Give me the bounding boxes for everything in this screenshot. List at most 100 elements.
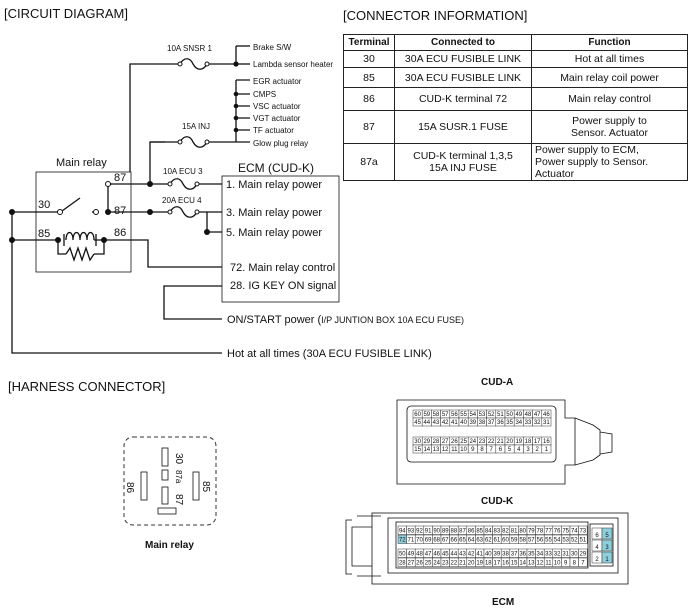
- cud-a-pin: 21: [497, 439, 504, 445]
- cud-k-pin: 30: [571, 552, 578, 558]
- cud-k-pin: 75: [562, 529, 569, 535]
- col-connected-header: Connected to: [394, 34, 532, 51]
- cell-function: Power supply to ECM, Power supply to Sen…: [531, 143, 688, 181]
- cud-a-pin: 45: [414, 420, 421, 426]
- cell-connected: 30A ECU FUSIBLE LINK: [394, 67, 532, 88]
- cud-k-housing: [371, 512, 629, 585]
- cud-k-pin: 87: [459, 529, 466, 535]
- cell-terminal: 30: [343, 50, 395, 68]
- cud-a-pin: 54: [469, 412, 476, 418]
- cud-a-pin: 31: [543, 420, 550, 426]
- cud-a-pin: 48: [525, 412, 532, 418]
- cud-a-pin: 9: [471, 447, 475, 453]
- cud-k-pin: 61: [494, 538, 501, 544]
- cud-k-side-pin: 6: [595, 533, 599, 539]
- cud-a-pin: 19: [515, 439, 522, 445]
- cud-a-pin: 4: [517, 447, 521, 453]
- cell-terminal: 86: [343, 87, 395, 111]
- cud-a-pin: 38: [479, 420, 486, 426]
- harness-pin-87a: 87a: [174, 470, 183, 484]
- fuse-ecu4-label: 20A ECU 4: [162, 196, 202, 205]
- cud-k-pin: 77: [545, 529, 552, 535]
- cud-k-side-pin: 4: [595, 545, 599, 551]
- relay-pin-30: 30: [38, 199, 50, 211]
- relay-pin-86: 86: [114, 227, 126, 239]
- ecm-pin-1: 1. Main relay power: [226, 179, 322, 191]
- cud-k-pin: 67: [442, 538, 449, 544]
- cud-a-pin: 27: [442, 439, 449, 445]
- cud-k-pin: 86: [468, 529, 475, 535]
- table-row: 85 30A ECU FUSIBLE LINK Main relay coil …: [343, 67, 688, 88]
- cud-k-pin: 37: [511, 552, 518, 558]
- cud-a-pin: 52: [488, 412, 495, 418]
- cud-k-pin: 13: [528, 561, 535, 567]
- load-lambda-heater: Lambda sensor heater: [253, 60, 333, 69]
- cud-k-pin: 69: [425, 538, 432, 544]
- cud-a-pin: 23: [479, 439, 486, 445]
- cud-k-pin: 10: [554, 561, 561, 567]
- ecm-pin-28: 28. IG KEY ON signal: [230, 280, 336, 292]
- relay-pin-87: 87: [114, 205, 126, 217]
- cell-connected: CUD-K terminal 1,3,5 15A INJ FUSE: [394, 143, 532, 181]
- load-egr-actuator: EGR actuator: [253, 77, 302, 86]
- cud-k-pin: 81: [511, 529, 518, 535]
- cud-k-pin: 88: [451, 529, 458, 535]
- relay-switch-arm: [61, 197, 81, 212]
- fuse-ecu3-symbol: [169, 178, 198, 190]
- cud-a-pin: 11: [451, 447, 458, 453]
- cud-k-pin: 52: [571, 538, 578, 544]
- cud-a-pin: 59: [423, 412, 430, 418]
- junction-dot: [9, 209, 15, 215]
- cud-a-pin: 47: [534, 412, 541, 418]
- ecm-pin-72: 72. Main relay control: [230, 262, 335, 274]
- cud-a-pin: 37: [488, 420, 495, 426]
- cud-a-pin: 46: [543, 412, 550, 418]
- harness-pin-86: 86: [124, 482, 135, 494]
- cud-k-pin: 39: [494, 552, 501, 558]
- load-cmps: CMPS: [253, 90, 276, 99]
- cud-k-pin: 29: [580, 552, 587, 558]
- cud-a-pin: 28: [433, 439, 440, 445]
- col-function-header: Function: [531, 34, 688, 51]
- cud-a-pin: 57: [442, 412, 449, 418]
- table-row: 87 15A SUSR.1 FUSE Power supply to Senso…: [343, 110, 688, 144]
- cud-a-pin: 56: [451, 412, 458, 418]
- circuit-diagram-title: [CIRCUIT DIAGRAM]: [4, 6, 128, 21]
- cud-a-pin: 34: [515, 420, 522, 426]
- cell-terminal: 87a: [343, 143, 395, 181]
- cell-connected: CUD-K terminal 72: [394, 87, 532, 111]
- relay-coil: [65, 231, 95, 241]
- cud-a-pin: 41: [451, 420, 458, 426]
- cud-k-pin: 22: [451, 561, 458, 567]
- cud-k-pin: 82: [502, 529, 509, 535]
- cell-function: Power supply to Sensor. Actuator: [531, 110, 688, 144]
- cud-k-pin: 38: [502, 552, 509, 558]
- cud-a-pin: 1: [545, 447, 549, 453]
- cud-k-pin: 62: [485, 538, 492, 544]
- cud-k-pin: 24: [433, 561, 440, 567]
- cud-k-pin: 32: [554, 552, 561, 558]
- ecm-pin-3: 3. Main relay power: [226, 207, 322, 219]
- cud-k-pin: 15: [511, 561, 518, 567]
- ecm-connector-label: ECM: [492, 597, 514, 608]
- table-row: 87a CUD-K terminal 1,3,5 15A INJ FUSE Po…: [343, 143, 688, 181]
- cud-k-pin: 43: [459, 552, 466, 558]
- cud-a-pin: 22: [488, 439, 495, 445]
- cud-a-pin: 12: [442, 447, 449, 453]
- ecm-pin-5: 5. Main relay power: [226, 227, 322, 239]
- cud-k-pin: 72: [399, 538, 406, 544]
- cud-k-pin: 48: [416, 552, 423, 558]
- cud-k-pin: 16: [502, 561, 509, 567]
- cud-a-pin: 18: [525, 439, 532, 445]
- cud-k-pin: 27: [408, 561, 415, 567]
- cell-function: Main relay control: [531, 87, 688, 111]
- harness-pin-30: 30: [173, 453, 184, 465]
- cud-a-pin: 53: [479, 412, 486, 418]
- cud-k-pin: 21: [459, 561, 466, 567]
- load-tf-actuator: TF actuator: [253, 126, 294, 135]
- cud-a-pin: 44: [423, 420, 430, 426]
- cud-k-pin: 40: [485, 552, 492, 558]
- cud-a-pin: 15: [414, 447, 421, 453]
